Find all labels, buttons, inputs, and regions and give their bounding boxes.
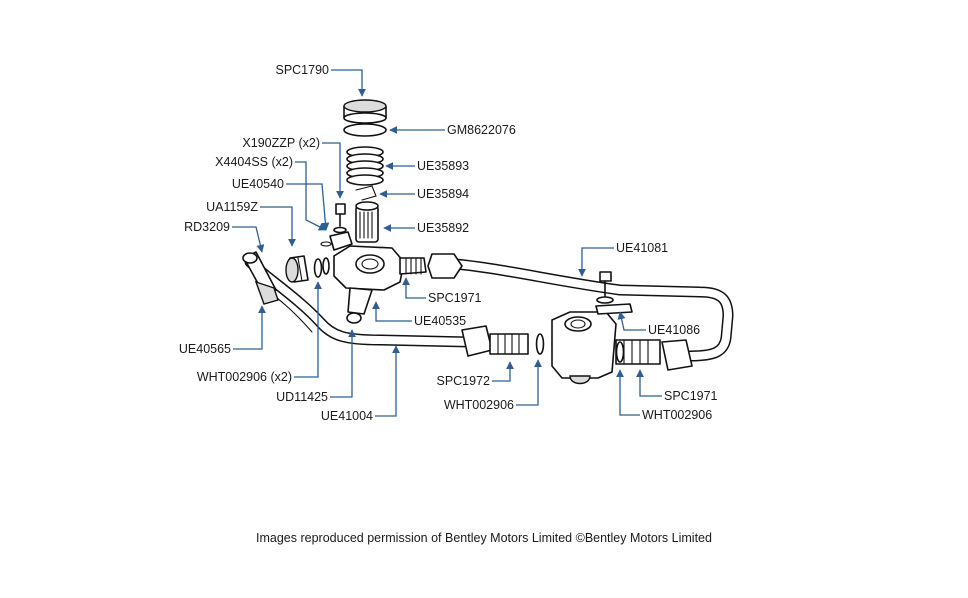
label-ud11425: UD11425 <box>276 390 328 404</box>
label-gm8622076: GM8622076 <box>447 123 516 137</box>
label-spc1790: SPC1790 <box>275 63 329 77</box>
leaders <box>232 69 662 417</box>
union-nut-ue41081 <box>427 253 463 279</box>
label-ue40540: UE40540 <box>232 177 284 191</box>
label-ue40565: UE40565 <box>179 342 231 356</box>
label-ue41004: UE41004 <box>321 409 373 423</box>
o-ring-gm8622076 <box>343 123 387 137</box>
filter-ue35892 <box>355 201 379 243</box>
label-rd3209: RD3209 <box>184 220 230 234</box>
label-ua1159z: UA1159Z <box>206 200 258 214</box>
union-nut-left <box>461 325 493 357</box>
label-wht002906-b: WHT002906 <box>642 408 712 422</box>
label-x4404ss: X4404SS (x2) <box>215 155 293 169</box>
washer-wht002906-a <box>535 333 545 355</box>
label-ue40535: UE40535 <box>414 314 466 328</box>
label-ue41081: UE41081 <box>616 241 668 255</box>
bracket-ue40540 <box>329 231 353 251</box>
nut-rd3209 <box>285 255 309 283</box>
bolt-x190zzp <box>335 203 346 227</box>
washer-ud11425 <box>322 257 330 275</box>
washer-wht002906-left <box>313 258 323 278</box>
label-ue41086: UE41086 <box>648 323 700 337</box>
valve-body-left <box>333 245 427 324</box>
bracket-ue41086 <box>595 303 633 315</box>
adaptor-spc1972 <box>489 333 529 355</box>
label-ue35893: UE35893 <box>417 159 469 173</box>
elbow-ue40565 <box>242 251 279 305</box>
spring-ue35893 <box>346 146 384 186</box>
drawing <box>242 99 734 385</box>
label-ue35892: UE35892 <box>417 221 469 235</box>
washer-x4404ss <box>333 226 347 234</box>
washer-wht002906-b <box>615 341 625 363</box>
copyright-caption: Images reproduced permission of Bentley … <box>256 531 712 545</box>
clip-ue35894 <box>355 185 377 201</box>
label-spc1971-bottom: SPC1971 <box>664 389 718 403</box>
union-nut-right <box>661 339 693 371</box>
label-ue35894: UE35894 <box>417 187 469 201</box>
label-spc1972: SPC1972 <box>436 374 490 388</box>
bolt-right <box>596 271 614 304</box>
label-wht002906-a: WHT002906 <box>444 398 514 412</box>
label-wht002906-x2: WHT002906 (x2) <box>197 370 292 384</box>
cap-spc1790 <box>343 99 387 124</box>
valve-body-right <box>551 311 617 385</box>
part-labels: SPC1790 GM8622076 X190ZZP (x2) UE35893 X… <box>179 63 718 423</box>
washer-ua1159z <box>320 241 332 247</box>
label-spc1971-top: SPC1971 <box>428 291 482 305</box>
label-x190zzp: X190ZZP (x2) <box>242 136 320 150</box>
adaptor-spc1971-right <box>615 339 661 365</box>
